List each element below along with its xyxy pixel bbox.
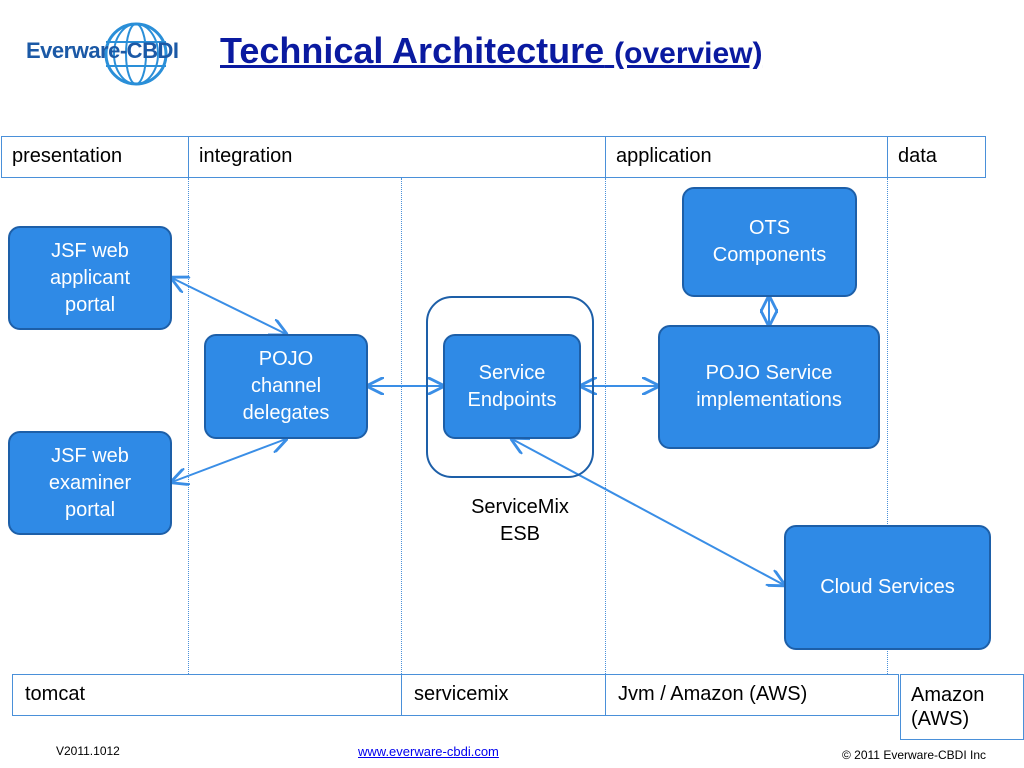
platform-amazon-aws: Amazon (AWS) xyxy=(900,674,1024,740)
layer-integration: integration xyxy=(188,136,606,178)
node-pojo-channel-delegates: POJO channel delegates xyxy=(204,334,368,439)
lane-divider xyxy=(605,178,606,674)
connector-endpoints-cloud xyxy=(512,439,784,585)
node-cloud-services: Cloud Services xyxy=(784,525,991,650)
node-label: POJO channel delegates xyxy=(242,348,330,424)
connector-applicant-pojo xyxy=(172,278,286,334)
node-label: Service Endpoints xyxy=(467,361,557,411)
connector-examiner-pojo xyxy=(172,439,286,482)
node-jsf-examiner-portal: JSF web examiner portal xyxy=(8,431,172,535)
footer-copyright: © 2011 Everware-CBDI Inc xyxy=(842,748,987,762)
platform-jvm-aws: Jvm / Amazon (AWS) xyxy=(605,674,899,716)
platform-tomcat: tomcat xyxy=(12,674,402,716)
footer-version: V2011.1012 xyxy=(56,744,120,758)
logo-text: Everware-CBDI xyxy=(26,38,179,63)
lane-divider xyxy=(188,178,189,674)
platform-servicemix: servicemix xyxy=(401,674,606,716)
logo-graphic xyxy=(104,22,168,86)
layer-application: application xyxy=(605,136,888,178)
esb-label: ServiceMix ESB xyxy=(471,496,569,545)
node-label: POJO Service implementations xyxy=(696,362,842,411)
node-label: Cloud Services xyxy=(820,576,955,598)
node-pojo-service-implementations: POJO Service implementations xyxy=(658,325,880,449)
node-ots-components: OTS Components xyxy=(682,187,857,297)
title-main: Technical Architecture xyxy=(220,30,605,71)
footer-website-link[interactable]: www.everware-cbdi.com xyxy=(358,744,499,759)
esb-container xyxy=(426,296,594,478)
node-service-endpoints: Service Endpoints xyxy=(443,334,581,439)
layer-data: data xyxy=(887,136,986,178)
lane-divider xyxy=(887,178,888,674)
node-jsf-applicant-portal: JSF web applicant portal xyxy=(8,226,172,330)
node-label: OTS Components xyxy=(712,217,827,266)
node-label: JSF web applicant portal xyxy=(49,239,131,316)
lane-divider xyxy=(401,178,402,674)
title-sub: (overview) xyxy=(614,37,763,70)
page-title: Technical Architecture (overview) xyxy=(220,30,763,72)
company-logo: Everware-CBDI xyxy=(18,20,188,90)
layer-presentation: presentation xyxy=(1,136,189,178)
node-label: JSF web examiner portal xyxy=(48,444,132,521)
